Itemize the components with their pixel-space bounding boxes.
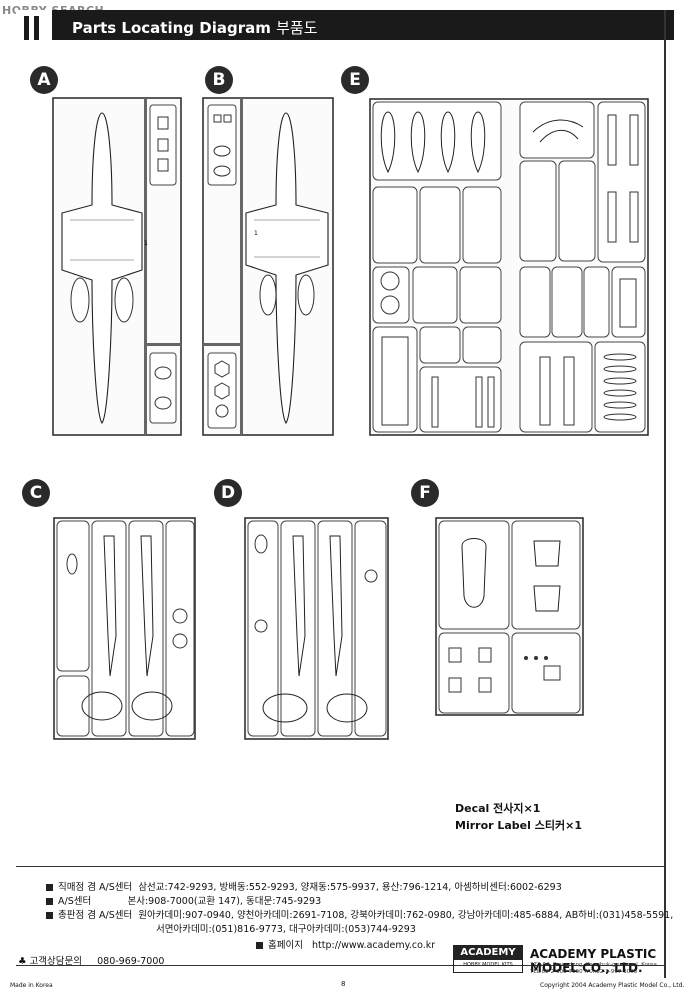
service-info: 직매점 겸 A/S센터 삼선교:742-9293, 방배동:552-9293, … [16,866,673,967]
company-address: 273-64, Suyu-dong, Kangbuk-gu, Seoul, Ko… [530,962,657,975]
wing-upper-part [245,112,329,424]
service-row: A/S센터 본사:908-7000(교환 147), 동대문:745-9293 [46,893,321,907]
sprue-label-f: F [411,479,439,507]
nacelle-right [114,277,134,323]
bullet-icon [46,898,53,905]
sprue-label-d: D [214,479,242,507]
sprue-f-diagram [435,517,584,716]
made-in: Made in Korea [10,982,53,989]
bullet-icon [46,884,53,891]
sprue-d-diagram [244,517,389,740]
homepage-link[interactable]: http://www.academy.co.kr [312,940,436,951]
sprue-label-e: E [341,66,369,94]
sprue-ab-diagram: 1 1 [52,97,334,436]
wing-lower-part [61,112,143,424]
header-bar [16,10,674,40]
academy-logo: ACADEMY HOBBY MODEL KITS [453,945,523,973]
bullet-icon [256,942,263,949]
service-row: 서면아카데미:(051)816-9773, 대구아카데미:(053)744-92… [156,924,416,935]
service-row: 총판점 겸 A/S센터 원아카데미:907-0940, 양천아카데미:2691-… [46,907,673,921]
header-marker [16,10,52,40]
sprue-label-c: C [22,479,50,507]
homepage-row: 홈페이지 http://www.academy.co.kr [256,937,435,951]
company-name: ACADEMY PLASTIC MODEL CO., LTD. [530,947,657,975]
sprue-label-b: B [205,66,233,94]
decal-list: Decal 전사지×1 Mirror Label 스티커×1 [455,800,582,834]
club-icon: ♣ [18,956,27,967]
sprue-label-a: A [30,66,58,94]
mirror-label-item: Mirror Label 스티커×1 [455,819,583,832]
page-title: Parts Locating Diagram 부품도 [72,19,318,37]
sprue-c-diagram [53,517,196,740]
sprue-e-diagram [369,98,649,436]
page-frame-rule [664,10,666,978]
contact-row: ♣ 고객상담문의 080-969-7000 [18,956,165,967]
copyright: Copyright 2004 Academy Plastic Model Co.… [540,982,685,989]
nacelle-left [70,277,90,323]
bullet-icon [46,912,53,919]
part-number: 1 [254,230,258,237]
page-number: 8 [341,980,346,988]
service-row: 직매점 겸 A/S센터 삼선교:742-9293, 방배동:552-9293, … [46,879,562,893]
decal-item: Decal 전사지×1 [455,802,541,815]
part-number: 1 [144,240,148,247]
